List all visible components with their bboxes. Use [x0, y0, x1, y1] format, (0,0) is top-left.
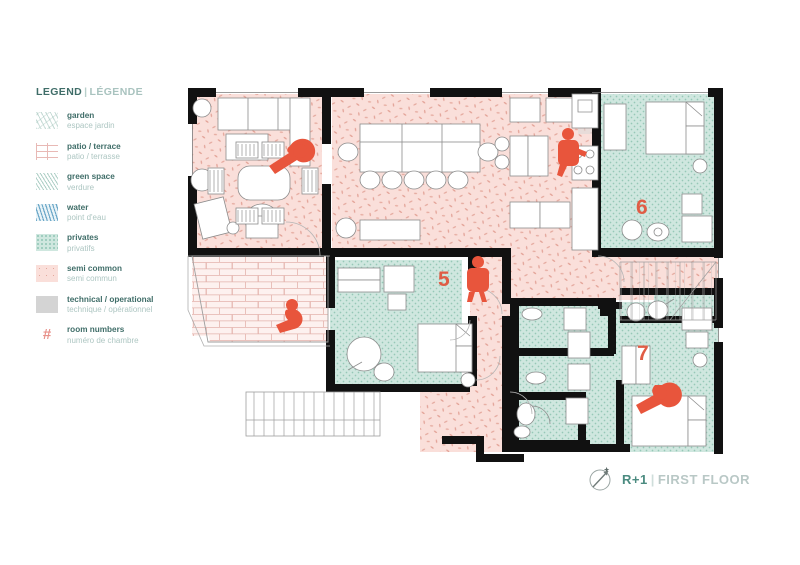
legend-item-green-space-text: green space verdure	[67, 172, 115, 192]
legend-label-en: semi common	[67, 264, 123, 274]
legend-item-green-space: green space verdure	[36, 172, 186, 192]
north-arrow-icon	[589, 466, 611, 491]
legend-item-water-text: water point d'eau	[67, 203, 106, 223]
legend-item-room-numbers-text: room numbers numéro de chambre	[67, 325, 139, 345]
legend-label-en: green space	[67, 172, 115, 182]
privates-swatch	[36, 234, 58, 252]
legend-item-semi-common: semi common semi commun	[36, 264, 186, 284]
hash-swatch: #	[42, 326, 52, 344]
floor-title-label: R+1|FIRST FLOOR	[622, 472, 750, 487]
patio-swatch	[36, 142, 58, 160]
legend-label-en: technical / operational	[67, 294, 154, 304]
legend-label-en: room numbers	[67, 325, 125, 335]
room-number-6: 6	[636, 196, 648, 219]
legend-label-fr: privatifs	[67, 243, 95, 253]
legend-label-en: water	[67, 202, 89, 212]
legend-item-garden-text: garden espace jardin	[67, 111, 115, 131]
legend-item-garden: garden espace jardin	[36, 111, 186, 131]
garden-swatch	[36, 112, 58, 129]
legend-label-fr: espace jardin	[67, 121, 115, 131]
legend-label-en: privates	[67, 233, 99, 243]
green-swatch	[36, 173, 58, 191]
tech-swatch	[36, 295, 58, 313]
room-number-7: 7	[637, 342, 649, 365]
legend-title-separator: |	[84, 86, 88, 98]
legend-item-privates-text: privates privatifs	[67, 233, 98, 253]
legend-item-patio-text: patio / terrace patio / terrasse	[67, 142, 121, 162]
semi-swatch	[36, 265, 58, 283]
floor-title-separator: |	[650, 471, 655, 487]
water-swatch	[36, 203, 58, 221]
legend-item-technical-text: technical / operational technique / opér…	[67, 295, 153, 315]
legend-label-en: patio / terrace	[67, 141, 121, 151]
legend-label-fr: semi commun	[67, 274, 117, 284]
legend-item-room-numbers: # room numbers numéro de chambre	[36, 325, 186, 345]
legend-label-fr: verdure	[67, 182, 95, 192]
floor-level: R+1	[622, 471, 648, 487]
legend-label-fr: numéro de chambre	[67, 335, 139, 345]
legend-item-technical: technical / operational technique / opér…	[36, 295, 186, 315]
legend-item-semi-common-text: semi common semi commun	[67, 264, 122, 284]
legend-item-patio: patio / terrace patio / terrasse	[36, 142, 186, 162]
legend-label-en: garden	[67, 111, 95, 120]
legend-panel: LEGEND|LÉGENDE garden espace jardin pati…	[36, 86, 186, 356]
legend-item-privates: privates privatifs	[36, 233, 186, 253]
room-number-5: 5	[438, 268, 450, 291]
legend-label-fr: patio / terrasse	[67, 152, 120, 162]
legend-label-fr: technique / opérationnel	[67, 305, 153, 315]
legend-label-fr: point d'eau	[67, 213, 106, 223]
legend-item-water: water point d'eau	[36, 203, 186, 223]
floor-plan-drawing: 5 6 7	[180, 80, 775, 462]
floor-title: R+1|FIRST FLOOR	[588, 466, 750, 492]
legend-title-fr: LÉGENDE	[89, 86, 144, 98]
legend-title-en: LEGEND	[36, 86, 83, 98]
legend-title: LEGEND|LÉGENDE	[36, 86, 186, 98]
floor-name: FIRST FLOOR	[657, 471, 751, 487]
